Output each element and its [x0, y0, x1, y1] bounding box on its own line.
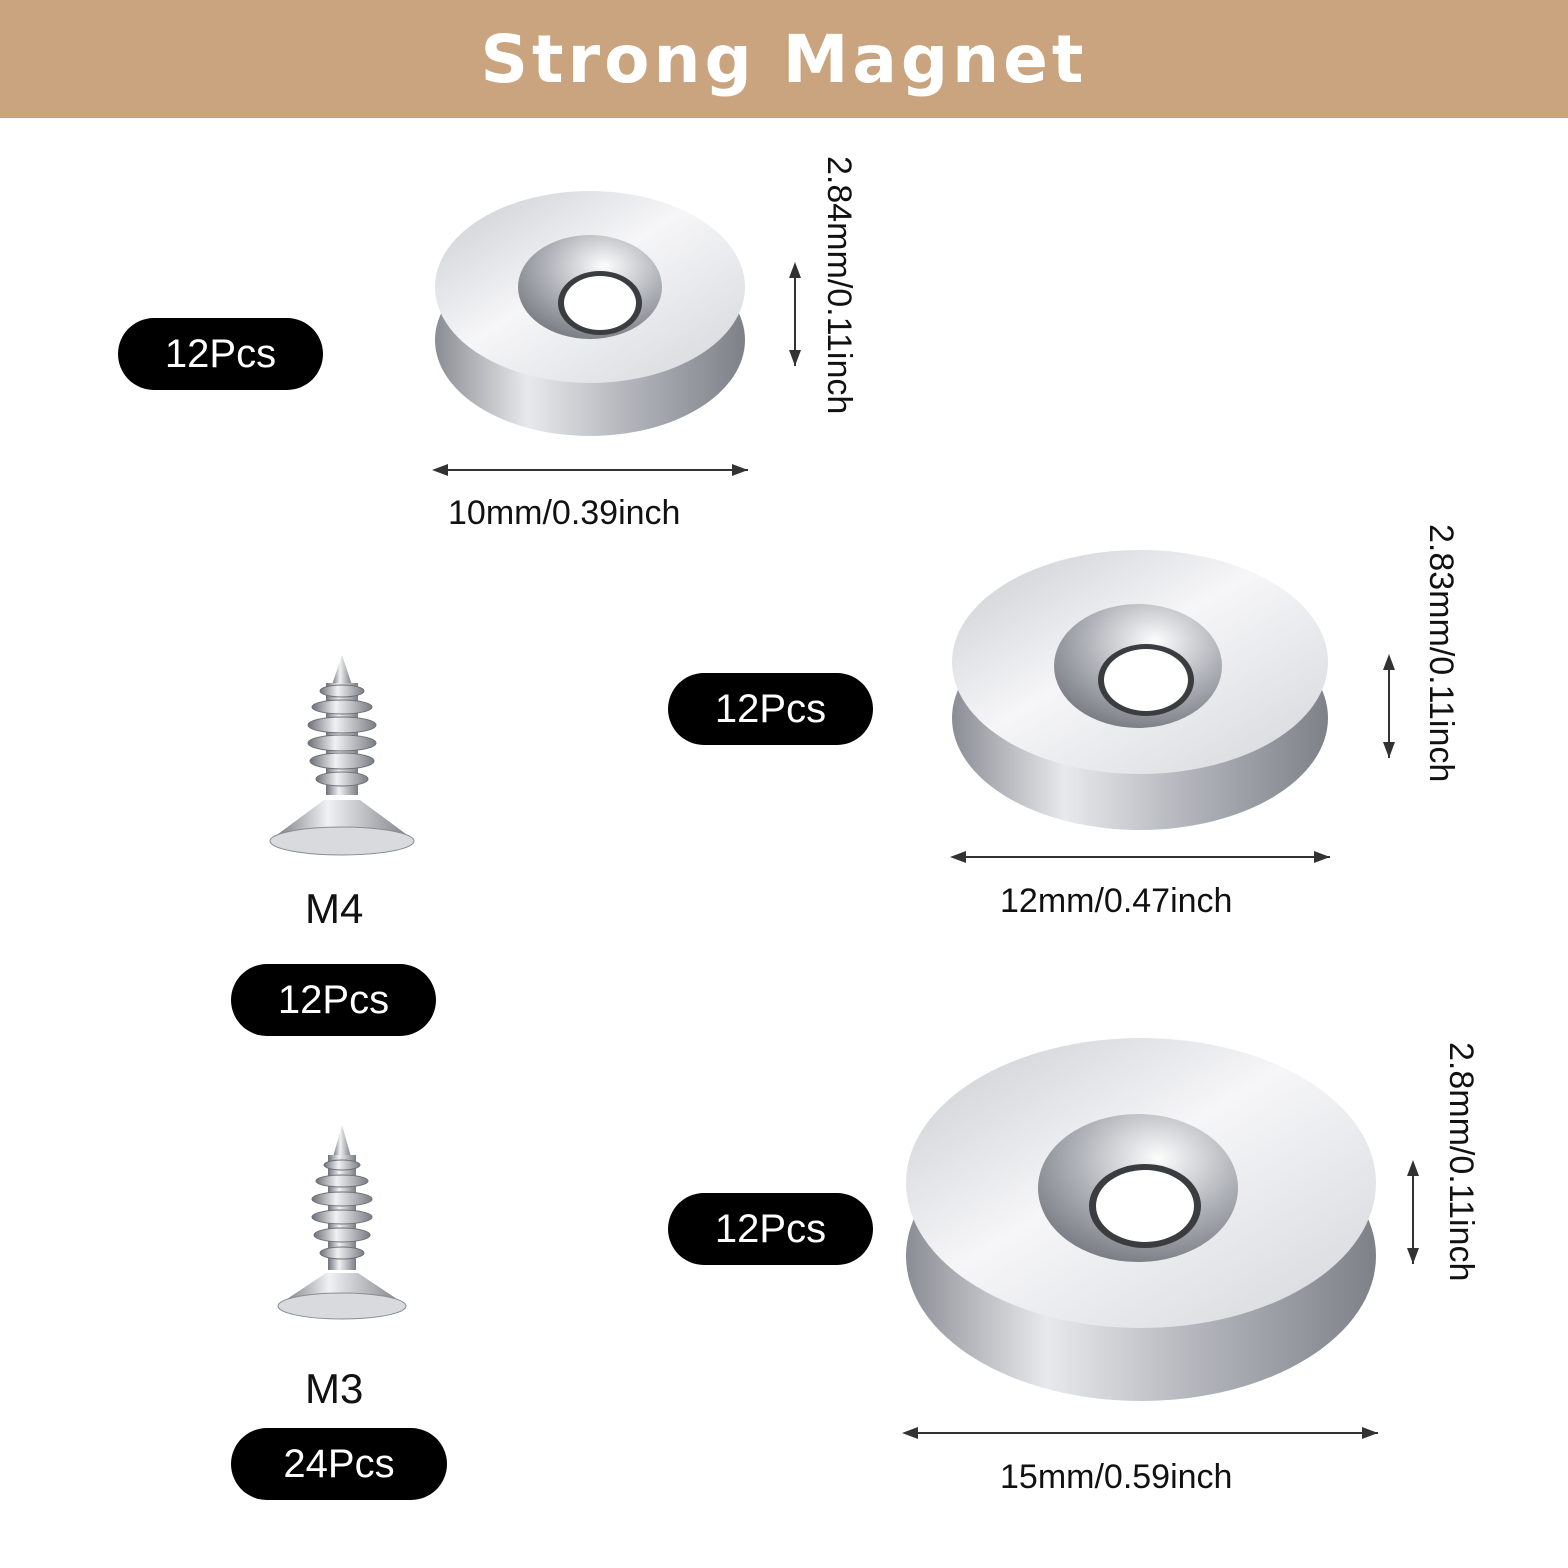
thickness-label-15mm: 2.8mm/0.11inch [1442, 1042, 1480, 1282]
quantity-badge-magnet-10mm: 12Pcs [118, 318, 323, 390]
ring-magnet-icon [906, 1038, 1376, 1401]
thickness-label-10mm: 2.84mm/0.11inch [820, 156, 858, 415]
screw-size-label-m3: M3 [305, 1365, 364, 1412]
double-arrow-icon [902, 1427, 1378, 1439]
double-arrow-icon [1383, 654, 1395, 758]
screw-size-label-m4: M4 [305, 885, 364, 932]
diameter-label-10mm: 10mm/0.39inch [448, 494, 681, 532]
quantity-badge-screw-m3: 24Pcs [231, 1428, 447, 1500]
quantity-badge-screw-m4: 12Pcs [231, 964, 436, 1036]
header-banner: Strong Magnet [0, 0, 1568, 118]
double-arrow-icon [789, 262, 801, 366]
thickness-label-12mm: 2.83mm/0.11inch [1422, 524, 1460, 783]
page-title: Strong Magnet [480, 20, 1088, 98]
diameter-label-12mm: 12mm/0.47inch [1000, 882, 1233, 920]
double-arrow-icon [432, 464, 748, 476]
countersunk-screw-icon [269, 655, 415, 856]
double-arrow-icon [1407, 1160, 1419, 1264]
ring-magnet-icon [952, 550, 1328, 830]
ring-magnet-icon [435, 191, 745, 436]
countersunk-screw-icon [277, 1125, 407, 1320]
double-arrow-icon [950, 851, 1330, 863]
quantity-badge-magnet-15mm: 12Pcs [668, 1193, 873, 1265]
diameter-label-15mm: 15mm/0.59inch [1000, 1458, 1233, 1496]
quantity-badge-magnet-12mm: 12Pcs [668, 673, 873, 745]
